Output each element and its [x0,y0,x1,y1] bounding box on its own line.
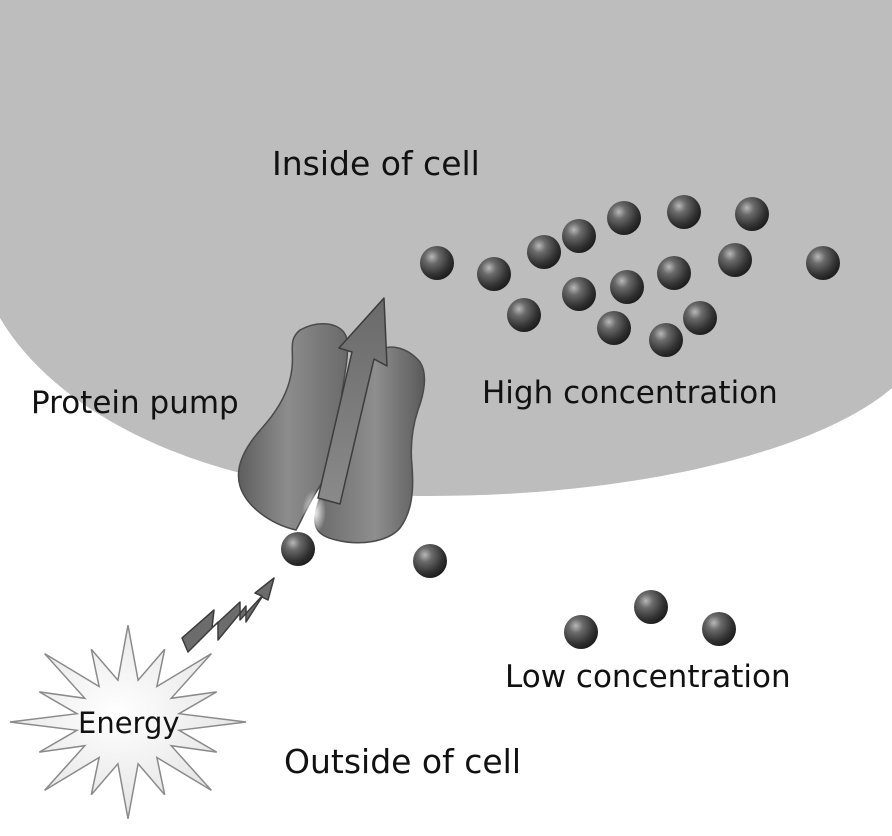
inside-molecule [607,201,641,235]
outside-molecule [702,612,736,646]
outside-molecule [413,544,447,578]
inside-molecule [667,195,701,229]
label-protein-pump: Protein pump [31,385,239,421]
inside-molecule [597,311,631,345]
transport-arrow [317,297,388,505]
label-low-concentration: Low concentration [505,659,791,695]
inside-molecule [806,246,840,280]
energy-starburst [9,625,247,819]
inside-molecules-group [420,195,840,357]
pump-channel-glow [302,490,326,534]
energy-lightning [181,577,275,653]
label-energy: Energy [78,706,180,740]
inside-molecule [477,257,511,291]
label-inside-of-cell: Inside of cell [272,144,480,183]
outside-molecule [634,590,668,624]
outside-molecule [564,615,598,649]
inside-molecule [562,277,596,311]
outside-molecules-group [281,532,736,649]
pump-left-subunit [237,323,349,531]
protein-pump [237,297,426,544]
inside-molecule [507,298,541,332]
inside-molecule [683,301,717,335]
inside-molecule [718,243,752,277]
inside-molecule [649,323,683,357]
label-outside-of-cell: Outside of cell [284,742,521,781]
inside-molecule [420,246,454,280]
label-high-concentration: High concentration [482,375,778,411]
inside-molecule [610,270,644,304]
inside-molecule [735,197,769,231]
inside-molecule [527,235,561,269]
inside-molecule [562,219,596,253]
cell-interior [0,0,892,496]
outside-molecule [281,532,315,566]
inside-molecule [657,256,691,290]
